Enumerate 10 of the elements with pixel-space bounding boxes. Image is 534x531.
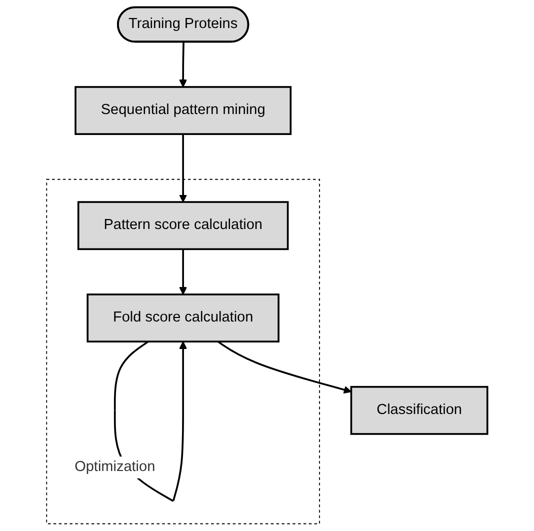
node-box: Fold score calculation — [86, 294, 280, 342]
node-box: Pattern score calculation — [77, 201, 289, 250]
node-box: Classification — [350, 386, 488, 435]
arrow — [217, 340, 352, 394]
arrow — [179, 249, 188, 295]
node-box: Sequential pattern mining — [74, 86, 292, 135]
cluster — [46, 178, 320, 524]
arrow — [179, 42, 188, 88]
edge-label: Optimization — [74, 459, 156, 475]
arrow — [179, 134, 188, 202]
